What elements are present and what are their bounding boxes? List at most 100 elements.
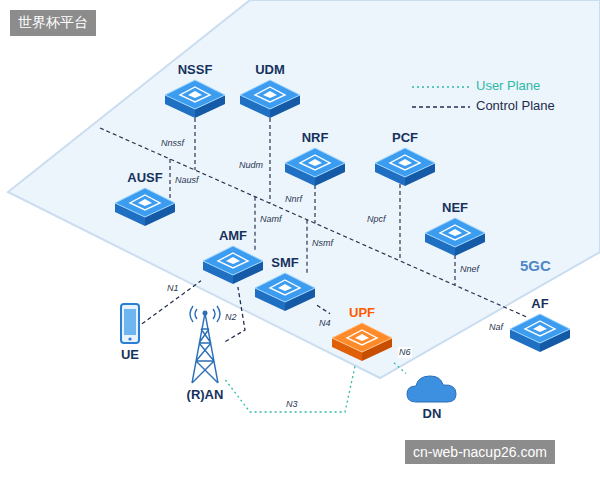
legend-line	[412, 106, 470, 108]
network-chip	[238, 77, 302, 121]
interface-label: Nnef	[459, 264, 480, 275]
network-chip	[283, 145, 347, 189]
cloud-shape	[407, 376, 456, 402]
cloud-icon	[406, 372, 458, 404]
phone-body	[121, 304, 139, 343]
node-label: NEF	[442, 200, 468, 215]
chip-top	[115, 188, 175, 217]
chip-icon	[398, 159, 412, 166]
interface-label: N1	[166, 283, 180, 294]
control-plane-link	[142, 281, 201, 324]
chip-top	[240, 80, 300, 109]
user-plane-link	[394, 363, 406, 374]
interface-label: Nnssf	[160, 138, 185, 149]
node-label: UPF	[349, 305, 375, 320]
chip-icon	[308, 159, 322, 166]
node-label: UDM	[255, 62, 285, 77]
interface-label: Nsmf	[311, 238, 334, 249]
chip-top	[375, 148, 435, 177]
network-function: DN	[406, 372, 458, 421]
chip-icon	[180, 87, 210, 102]
chip-icon	[138, 199, 152, 206]
network-chip	[253, 270, 317, 314]
chip-top	[425, 218, 485, 247]
node-label: AUSF	[127, 170, 162, 185]
tower-waves	[190, 306, 220, 322]
tower-antenna	[202, 311, 207, 316]
network-function: NRF	[283, 130, 347, 189]
network-function: AMF	[201, 228, 265, 287]
node-label: DN	[423, 406, 442, 421]
legend-text: Control Plane	[476, 98, 555, 113]
legend-line	[412, 86, 470, 88]
chip-icon	[525, 321, 555, 336]
network-function: NSSF	[163, 62, 227, 121]
chip-icon	[263, 91, 277, 98]
interface-label: N2	[224, 312, 238, 323]
chip-top	[203, 246, 263, 275]
node-label: NRF	[302, 130, 329, 145]
interface-label: Nnrf	[284, 194, 303, 205]
chip-icon	[255, 87, 285, 102]
phone-screen	[124, 309, 136, 335]
network-chip	[373, 145, 437, 189]
platform-surface	[8, 0, 600, 378]
network-function: UDM	[238, 62, 302, 121]
chip-icon	[533, 325, 547, 332]
chip-icon	[300, 155, 330, 170]
node-label: PCF	[392, 130, 418, 145]
phone-icon	[118, 303, 142, 345]
chip-icon	[130, 195, 160, 210]
chip-icon	[270, 280, 300, 295]
node-label: NSSF	[178, 62, 213, 77]
platform-label: 5GC	[520, 257, 551, 274]
network-function: AUSF	[113, 170, 177, 229]
watermark-label: cn-web-nacup26.com	[405, 440, 555, 464]
chip-top	[165, 80, 225, 109]
user-plane-link	[225, 364, 355, 412]
interface-label: Npcf	[366, 214, 387, 225]
network-chip	[201, 243, 265, 287]
network-function: UE	[118, 303, 142, 362]
network-chip	[163, 77, 227, 121]
node-label: UE	[121, 347, 139, 362]
chip-icon	[278, 284, 292, 291]
phone-button	[128, 337, 131, 340]
chip-icon	[218, 253, 248, 268]
interface-label: Namf	[259, 214, 283, 225]
chip-icon	[390, 155, 420, 170]
chip-top	[510, 314, 570, 343]
interface-label: N3	[285, 399, 299, 410]
legend-line-sample	[412, 85, 470, 89]
network-function: (R)AN	[185, 305, 226, 402]
chip-icon	[448, 229, 462, 236]
legend-line-sample	[412, 105, 470, 109]
upf-chip	[330, 320, 394, 364]
network-function: UPF	[330, 305, 394, 364]
network-function: NEF	[423, 200, 487, 259]
chip-top	[332, 323, 392, 352]
network-function: AF	[508, 296, 572, 355]
chip-icon	[355, 334, 369, 341]
node-label: SMF	[271, 255, 298, 270]
tower-frame	[190, 306, 220, 383]
network-chip	[113, 185, 177, 229]
chip-icon	[226, 257, 240, 264]
watermark-label: 世界杯平台	[10, 10, 96, 36]
tower-icon	[188, 305, 222, 385]
interface-label: N6	[398, 347, 412, 358]
chip-icon	[347, 330, 377, 345]
legend-text: User Plane	[476, 78, 540, 93]
node-label: (R)AN	[187, 387, 224, 402]
chip-top	[285, 148, 345, 177]
interface-label: N4	[318, 318, 332, 329]
network-function: PCF	[373, 130, 437, 189]
interface-label: Nausf	[174, 175, 200, 186]
network-chip	[423, 215, 487, 259]
network-function: SMF	[253, 255, 317, 314]
